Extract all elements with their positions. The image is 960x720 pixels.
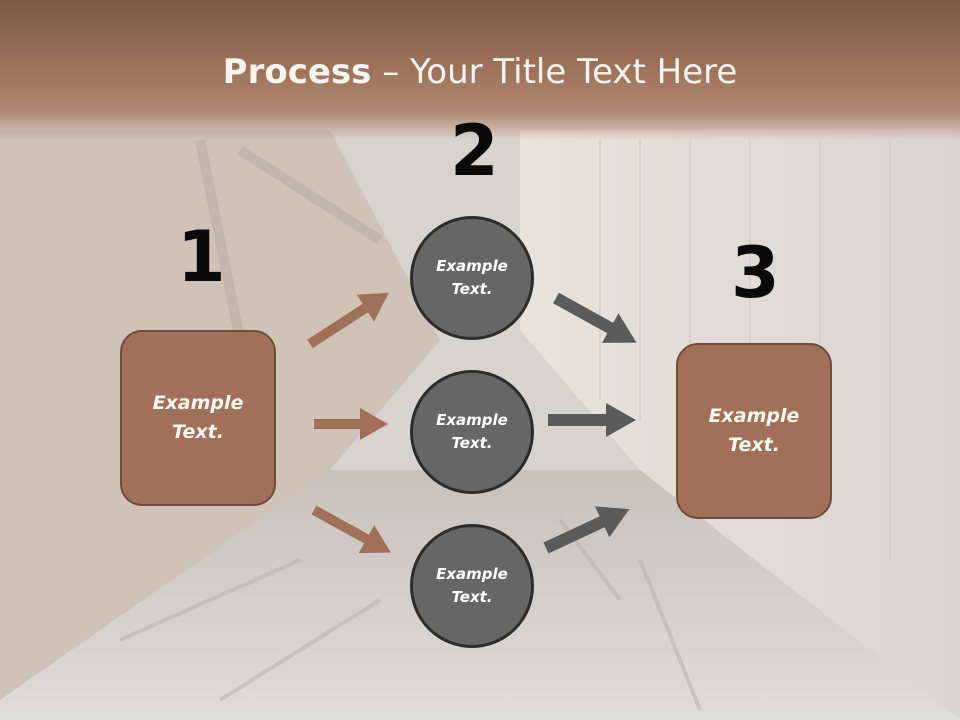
step-1-box-text: Example Text. — [152, 392, 244, 443]
step-2-circle-middle: Example Text. — [410, 370, 534, 494]
step-2-circle-bottom-text: Example Text. — [436, 565, 508, 606]
step-number-1: 1 — [177, 216, 226, 298]
arrow-up-right-right — [543, 506, 630, 554]
arrow-right-right — [548, 403, 636, 437]
arrow-down-right-left — [311, 505, 391, 554]
arrow-right-left — [314, 408, 388, 440]
step-1-box: Example Text. — [120, 330, 276, 506]
step-number-3: 3 — [731, 232, 780, 314]
arrow-up-right-left — [307, 292, 389, 349]
step-2-circle-top: Example Text. — [410, 216, 534, 340]
step-3-box: Example Text. — [676, 343, 832, 519]
slide-title: Process – Your Title Text Here — [0, 52, 960, 92]
step-2-circle-middle-text: Example Text. — [436, 411, 508, 452]
title-band — [0, 0, 960, 140]
right-arrows — [543, 292, 637, 554]
left-arrows — [307, 292, 391, 554]
step-2-circle-bottom: Example Text. — [410, 524, 534, 648]
title-dash: – — [371, 52, 411, 92]
step-2-circle-top-text: Example Text. — [436, 257, 508, 298]
arrow-down-right-right — [553, 292, 637, 343]
step-3-box-text: Example Text. — [708, 405, 800, 456]
title-rest: Your Title Text Here — [410, 52, 738, 92]
step-number-2: 2 — [450, 110, 499, 192]
title-bold: Process — [222, 52, 372, 92]
